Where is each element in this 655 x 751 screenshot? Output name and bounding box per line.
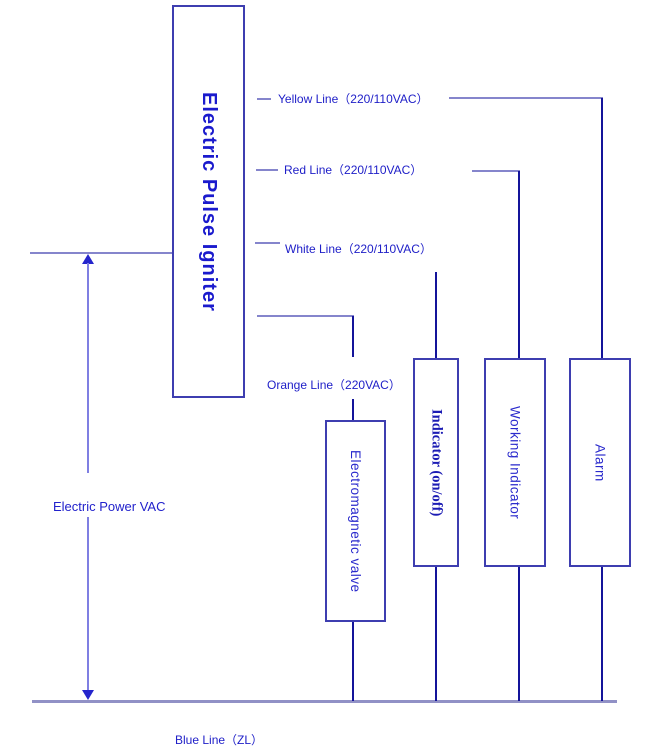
electric-pulse-igniter-label: Electric Pulse Igniter [198, 91, 220, 312]
yellow-wire-run [449, 97, 603, 99]
red-wire-run [472, 170, 520, 172]
white-wire-drop-to-indicator [435, 272, 437, 358]
electromagnetic-valve-box: Electromagnetic valve [325, 420, 386, 622]
indicator-onoff-label: Indicator (on/off) [428, 408, 445, 517]
blue-line-bus [32, 700, 617, 703]
working-indicator-drop-to-bus [518, 567, 520, 701]
alarm-box: Alarm [569, 358, 631, 567]
red-wire-drop-to-working-indicator [518, 171, 520, 358]
working-indicator-box: Working Indicator [484, 358, 546, 567]
working-indicator-label: Working Indicator [507, 405, 523, 520]
orange-wire-drop-lower [352, 399, 354, 420]
orange-line-label: Orange Line（220VAC） [267, 378, 401, 392]
yellow-line-label: Yellow Line（220/110VAC） [278, 92, 429, 106]
white-line-label: White Line（220/110VAC） [285, 242, 432, 256]
down-arrow-icon [82, 690, 94, 700]
red-wire-stub [256, 169, 278, 171]
electric-pulse-igniter-box: Electric Pulse Igniter [172, 5, 245, 398]
power-rail-vertical-line-upper [87, 263, 89, 473]
orange-wire-run [257, 315, 354, 317]
blue-line-label: Blue Line（ZL） [175, 733, 264, 747]
power-rail-vertical-line-lower [87, 517, 89, 693]
valve-drop-to-bus [352, 622, 354, 701]
orange-wire-drop-upper [352, 316, 354, 357]
alarm-drop-to-bus [601, 567, 603, 701]
indicator-onoff-box: Indicator (on/off) [413, 358, 459, 567]
electric-power-vac-label: Electric Power VAC [53, 499, 166, 514]
red-line-label: Red Line（220/110VAC） [284, 163, 423, 177]
yellow-wire-stub [257, 98, 271, 100]
white-wire-stub [255, 242, 280, 244]
electromagnetic-valve-label: Electromagnetic valve [348, 449, 363, 593]
indicator-drop-to-bus [435, 567, 437, 701]
up-arrow-icon [82, 254, 94, 264]
alarm-label: Alarm [592, 443, 608, 482]
yellow-wire-drop-to-alarm [601, 98, 603, 358]
power-rail-horizontal-line [30, 252, 172, 254]
